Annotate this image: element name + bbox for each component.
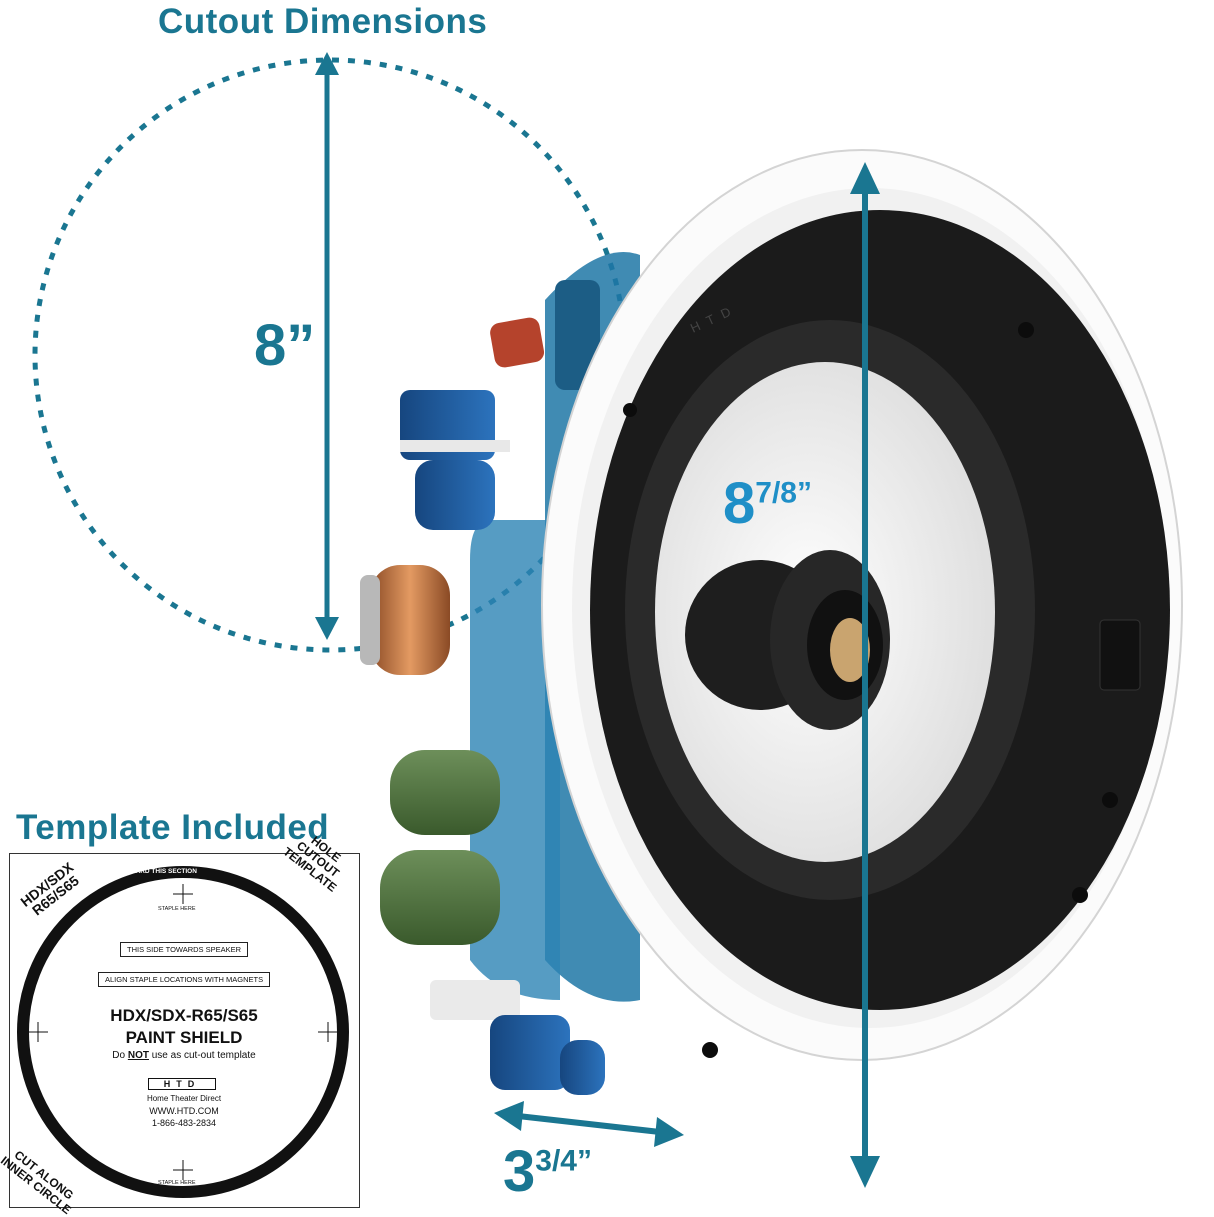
overall-diameter-fraction: 7/8” [755,476,812,510]
template-model: HDX/SDX-R65/S65 [110,1006,258,1025]
template-company: Home Theater Direct [146,1094,222,1103]
template-shield: PAINT SHIELD [125,1028,243,1047]
cutout-diameter-label: 8” [254,313,316,378]
template-staple-bottom: STAPLE HERE [158,1180,196,1186]
overall-diameter-whole: 8 [723,471,756,536]
template-note: Do NOT use as cut-out template [10,1050,358,1061]
cutout-heading: Cutout Dimensions [158,2,488,41]
template-heading: Template Included [16,808,330,847]
template-logo: HTD [148,1078,216,1090]
template-ring [17,866,349,1198]
template-phone: 1-866-483-2834 [151,1118,217,1128]
template-staple-top: STAPLE HERE [158,906,196,912]
template-note-suffix: use as cut-out template [148,1050,256,1061]
overall-diameter-label: 87/8” [723,470,812,537]
template-align-label: ALIGN STAPLE LOCATIONS WITH MAGNETS [98,972,271,987]
speaker-front [541,149,1183,1061]
template-ring-text: DISCARD THIS SECTION [120,868,197,875]
template-web: WWW.HTD.COM [149,1106,219,1116]
template-note-prefix: Do [112,1050,128,1061]
dimension-arrows [315,52,880,1188]
template-card: HDX/SDX R65/S65 HOLE CUTOUT TEMPLATE CUT… [0,833,360,1217]
depth-fraction: 3/4” [535,1144,592,1178]
depth-label: 33/4” [503,1138,592,1205]
template-note-not: NOT [127,1050,149,1061]
depth-whole: 3 [503,1139,536,1204]
template-side-label: THIS SIDE TOWARDS SPEAKER [120,942,249,957]
